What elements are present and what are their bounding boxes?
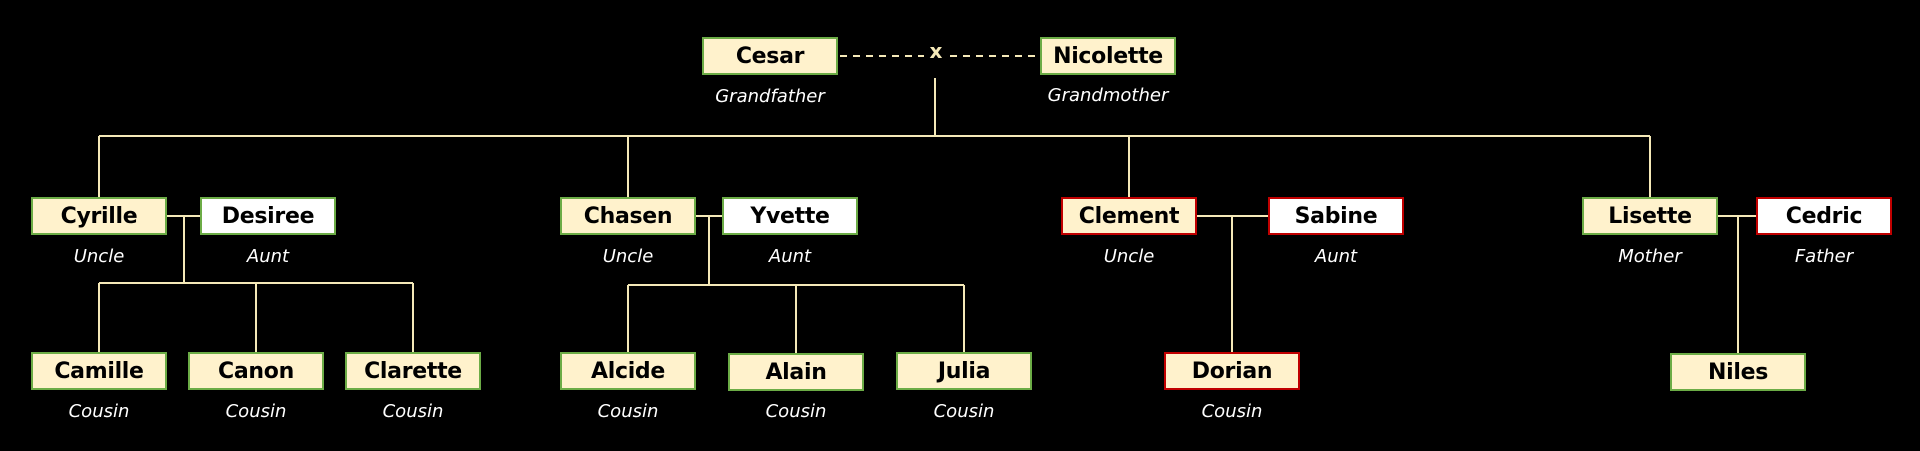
person-niles-box: Niles xyxy=(1670,353,1806,391)
person-dorian-box: Dorian xyxy=(1164,352,1300,390)
person-canon-box: Canon xyxy=(188,352,324,390)
person-chasen-box: Chasen xyxy=(560,197,696,235)
person-yvette-box: Yvette xyxy=(722,197,858,235)
person-desiree-box: Desiree xyxy=(200,197,336,235)
person-canon-role: Cousin xyxy=(225,401,287,422)
person-yvette-role: Aunt xyxy=(768,246,812,267)
person-cesar-role: Grandfather xyxy=(715,86,825,107)
person-julia-box: Julia xyxy=(896,352,1032,390)
person-desiree-role: Aunt xyxy=(246,246,290,267)
person-lisette-box: Lisette xyxy=(1582,197,1718,235)
person-clement-box: Clement xyxy=(1061,197,1197,235)
person-lisette-role: Mother xyxy=(1618,246,1682,267)
person-alain-role: Cousin xyxy=(765,401,827,422)
person-nicolette-box: Nicolette xyxy=(1040,37,1176,75)
grandparents-marriage-symbol: x xyxy=(929,39,943,63)
person-alain-box: Alain xyxy=(728,353,864,391)
person-clement-role: Uncle xyxy=(1103,246,1155,267)
person-alcide-role: Cousin xyxy=(597,401,659,422)
person-cyrille-role: Uncle xyxy=(73,246,125,267)
person-clarette-role: Cousin xyxy=(382,401,444,422)
person-sabine-box: Sabine xyxy=(1268,197,1404,235)
person-cyrille-box: Cyrille xyxy=(31,197,167,235)
person-nicolette-role: Grandmother xyxy=(1047,85,1169,106)
person-alcide-box: Alcide xyxy=(560,352,696,390)
person-camille-box: Camille xyxy=(31,352,167,390)
person-julia-role: Cousin xyxy=(933,401,995,422)
person-cedric-role: Father xyxy=(1794,246,1854,267)
person-cesar-box: Cesar xyxy=(702,37,838,75)
person-sabine-role: Aunt xyxy=(1314,246,1358,267)
person-clarette-box: Clarette xyxy=(345,352,481,390)
person-dorian-role: Cousin xyxy=(1201,401,1263,422)
person-cedric-box: Cedric xyxy=(1756,197,1892,235)
person-chasen-role: Uncle xyxy=(602,246,654,267)
person-camille-role: Cousin xyxy=(68,401,130,422)
